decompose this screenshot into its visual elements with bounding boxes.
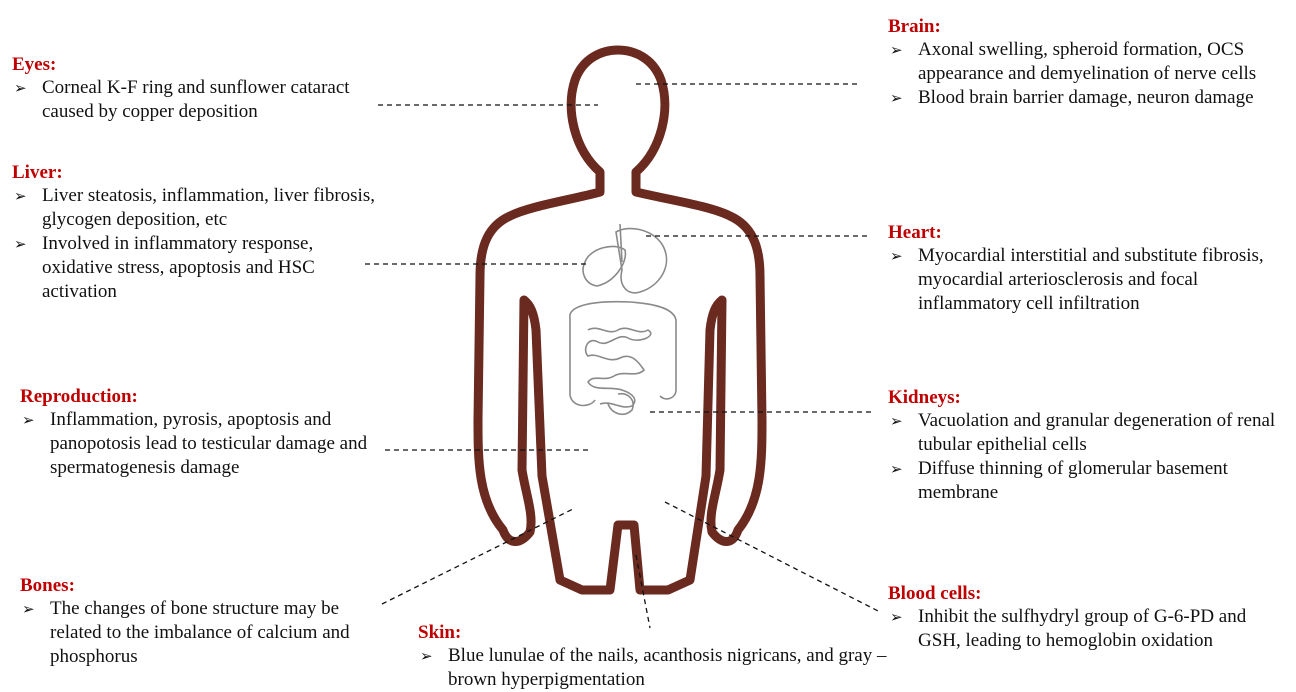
- list-item: ➢ Blood brain barrier damage, neuron dama…: [888, 86, 1288, 110]
- list-item: ➢ Corneal K-F ring and sunflower cataract…: [12, 76, 387, 124]
- list-item-text: Inflammation, pyrosis, apoptosis and pan…: [50, 409, 367, 478]
- list-item: ➢ Involved in inflammatory response, oxid…: [12, 232, 382, 304]
- list-item: ➢ The changes of bone structure may be re…: [20, 597, 360, 669]
- eyes-section: Eyes: ➢ Corneal K-F ring and sunflower ca…: [12, 54, 387, 124]
- arrowhead-bullet-icon: ➢: [14, 76, 27, 100]
- heart-section: Heart: ➢ Myocardial interstitial and subs…: [888, 222, 1288, 316]
- arrowhead-bullet-icon: ➢: [14, 232, 27, 256]
- list-item-text: Vacuolation and granular degeneration of…: [918, 410, 1275, 455]
- kidneys-heading: Kidneys:: [888, 387, 1292, 409]
- list-item-text: Myocardial interstitial and substitute f…: [918, 245, 1264, 314]
- brain-section: Brain: ➢ Axonal swelling, spheroid format…: [888, 16, 1288, 110]
- blood-cells-list: ➢ Inhibit the sulfhydryl group of G-6-PD …: [888, 605, 1288, 653]
- list-item-text: Liver steatosis, inflammation, liver fib…: [42, 185, 375, 230]
- arrowhead-bullet-icon: ➢: [890, 244, 903, 268]
- list-item: ➢ Axonal swelling, spheroid formation, OC…: [888, 38, 1288, 86]
- list-item: ➢ Blue lunulae of the nails, acanthosis n…: [418, 644, 888, 692]
- arrowhead-bullet-icon: ➢: [22, 408, 35, 432]
- digestive-organs: [570, 224, 676, 414]
- bones-list: ➢ The changes of bone structure may be re…: [20, 597, 360, 669]
- heart-list: ➢ Myocardial interstitial and substitute …: [888, 244, 1288, 316]
- list-item-text: Diffuse thinning of glomerular basement …: [918, 458, 1228, 503]
- arrowhead-bullet-icon: ➢: [890, 605, 903, 629]
- arrowhead-bullet-icon: ➢: [14, 184, 27, 208]
- brain-list: ➢ Axonal swelling, spheroid formation, OC…: [888, 38, 1288, 110]
- bones-section: Bones: ➢ The changes of bone structure ma…: [20, 575, 360, 669]
- arrowhead-bullet-icon: ➢: [420, 644, 433, 668]
- list-item-text: Blood brain barrier damage, neuron damag…: [918, 87, 1254, 108]
- liver-section: Liver: ➢ Liver steatosis, inflammation, l…: [12, 162, 382, 304]
- skin-list: ➢ Blue lunulae of the nails, acanthosis n…: [418, 644, 888, 692]
- liver-heading: Liver:: [12, 162, 382, 184]
- liver-list: ➢ Liver steatosis, inflammation, liver fi…: [12, 184, 382, 304]
- list-item-text: The changes of bone structure may be rel…: [50, 598, 350, 667]
- list-item: ➢ Inhibit the sulfhydryl group of G-6-PD …: [888, 605, 1288, 653]
- blood-cells-heading: Blood cells:: [888, 583, 1288, 605]
- reproduction-list: ➢ Inflammation, pyrosis, apoptosis and pa…: [20, 408, 380, 480]
- heart-heading: Heart:: [888, 222, 1288, 244]
- eyes-list: ➢ Corneal K-F ring and sunflower cataract…: [12, 76, 387, 124]
- list-item: ➢ Myocardial interstitial and substitute …: [888, 244, 1288, 316]
- list-item-text: Blue lunulae of the nails, acanthosis ni…: [448, 645, 886, 690]
- blood-cells-section: Blood cells: ➢ Inhibit the sulfhydryl gro…: [888, 583, 1288, 653]
- list-item: ➢ Inflammation, pyrosis, apoptosis and pa…: [20, 408, 380, 480]
- reproduction-section: Reproduction: ➢ Inflammation, pyrosis, ap…: [20, 386, 380, 480]
- list-item: ➢ Vacuolation and granular degeneration o…: [888, 409, 1292, 457]
- arrowhead-bullet-icon: ➢: [890, 38, 903, 62]
- arrowhead-bullet-icon: ➢: [890, 86, 903, 110]
- list-item-text: Involved in inflammatory response, oxida…: [42, 233, 315, 302]
- bones-heading: Bones:: [20, 575, 360, 597]
- brain-heading: Brain:: [888, 16, 1288, 38]
- skin-heading: Skin:: [418, 622, 888, 644]
- kidneys-section: Kidneys: ➢ Vacuolation and granular degen…: [888, 387, 1292, 505]
- list-item-text: Axonal swelling, spheroid formation, OCS…: [918, 39, 1256, 84]
- kidneys-list: ➢ Vacuolation and granular degeneration o…: [888, 409, 1292, 505]
- arrowhead-bullet-icon: ➢: [890, 409, 903, 433]
- list-item-text: Inhibit the sulfhydryl group of G-6-PD a…: [918, 606, 1246, 651]
- leader-lines: [365, 84, 880, 628]
- reproduction-heading: Reproduction:: [20, 386, 380, 408]
- list-item: ➢ Diffuse thinning of glomerular basement…: [888, 457, 1292, 505]
- human-body-outline: [478, 50, 762, 590]
- eyes-heading: Eyes:: [12, 54, 387, 76]
- arrowhead-bullet-icon: ➢: [890, 457, 903, 481]
- list-item-text: Corneal K-F ring and sunflower cataract …: [42, 77, 350, 122]
- skin-section: Skin: ➢ Blue lunulae of the nails, acanth…: [418, 622, 888, 692]
- list-item: ➢ Liver steatosis, inflammation, liver fi…: [12, 184, 382, 232]
- arrowhead-bullet-icon: ➢: [22, 597, 35, 621]
